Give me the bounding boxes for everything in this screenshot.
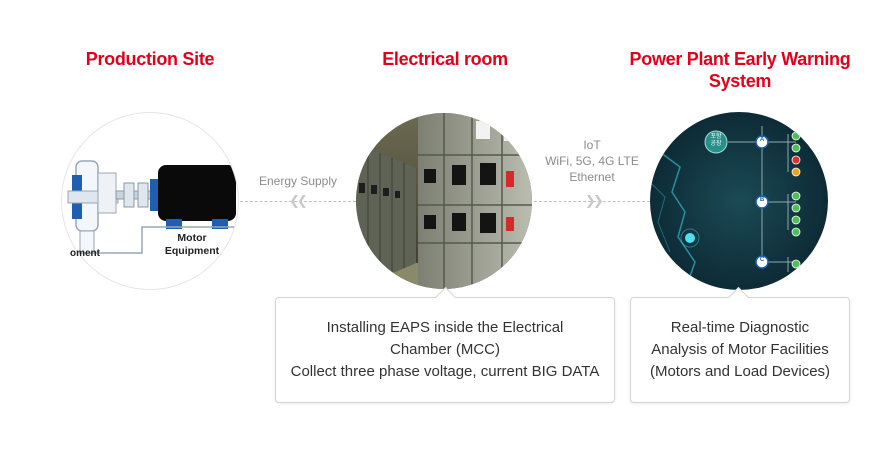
callout-notch: [434, 286, 457, 309]
energy-supply-connector: [240, 201, 356, 202]
electrical-room-image: [356, 113, 532, 289]
warning-desc-line3: (Motors and Load Devices): [649, 363, 831, 380]
electrical-room-description: Installing EAPS inside the Electrical Ch…: [275, 286, 615, 403]
factory-badge-label: 포항 공장: [708, 134, 724, 148]
chevron-left-icon: ❮❮: [289, 193, 308, 208]
network-line-ethernet: Ethernet: [569, 170, 615, 184]
warning-system-description: Real-time Diagnostic Analysis of Motor F…: [630, 286, 850, 403]
production-site-image: [61, 112, 239, 290]
branch-node-b: B: [759, 197, 765, 203]
factory-badge-line2: 공장: [710, 141, 722, 147]
warning-desc-line1: Real-time Diagnostic: [670, 319, 810, 336]
network-line-wireless: WiFi, 5G, 4G LTE: [545, 154, 639, 168]
motor-equipment-label: Motor Equipment: [160, 232, 224, 258]
electrical-room-heading: Electrical room: [382, 49, 508, 69]
chevron-right-icon: ❯❯: [585, 193, 604, 208]
electrical-desc-line1: Installing EAPS inside the Electrical: [326, 319, 564, 336]
motor-label-line1: Motor: [177, 232, 207, 244]
motor-label-line2: Equipment: [164, 245, 220, 257]
factory-badge-line1: 포항: [710, 134, 722, 140]
equipment-partial-label: oment: [70, 248, 100, 259]
network-connector: [534, 201, 650, 202]
production-site-heading: Production Site: [85, 49, 215, 69]
warning-desc-line2: Analysis of Motor Facilities: [651, 341, 829, 358]
network-line-iot: IoT: [583, 138, 601, 152]
electrical-desc-line3: Collect three phase voltage, current BIG…: [290, 363, 600, 380]
electrical-desc-line2: Chamber (MCC): [389, 341, 500, 358]
warning-system-heading: Power Plant Early Warning System: [620, 48, 860, 92]
energy-supply-label: Energy Supply: [258, 174, 338, 188]
callout-notch: [727, 286, 750, 309]
warning-heading-line2: System: [708, 71, 772, 91]
branch-node-c: C: [759, 257, 765, 263]
branch-node-a: A: [759, 137, 765, 143]
network-label: IoT WiFi, 5G, 4G LTE Ethernet: [540, 137, 644, 185]
early-warning-map-image: [650, 112, 828, 290]
warning-heading-line1: Power Plant Early Warning: [629, 49, 851, 69]
